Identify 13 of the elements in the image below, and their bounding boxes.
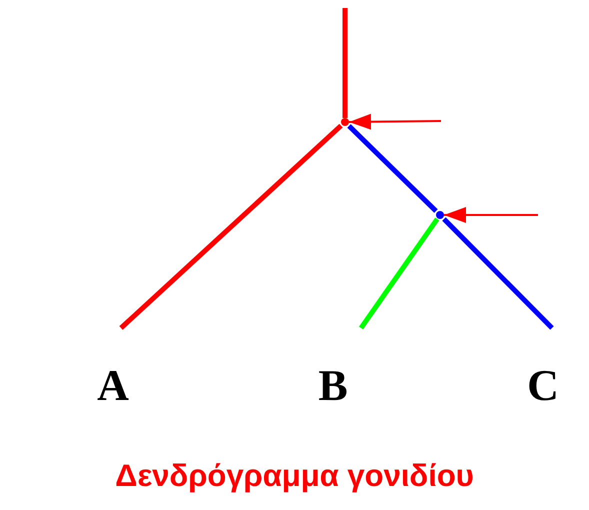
pointer-arrow (444, 207, 538, 223)
caption: Δενδρόγραμμα γονιδίου (114, 458, 475, 494)
tree-branch (347, 124, 438, 213)
taxon-label: C (527, 364, 559, 408)
taxon-label: B (318, 364, 348, 408)
branch-point (436, 211, 444, 219)
tree-branch (119, 124, 343, 330)
tree-branch (358, 218, 440, 330)
branch-point (341, 118, 349, 126)
tree-branch (342, 8, 348, 118)
pointer-arrow (348, 114, 442, 130)
tree-branch (442, 217, 554, 330)
taxon-label: A (97, 364, 129, 408)
